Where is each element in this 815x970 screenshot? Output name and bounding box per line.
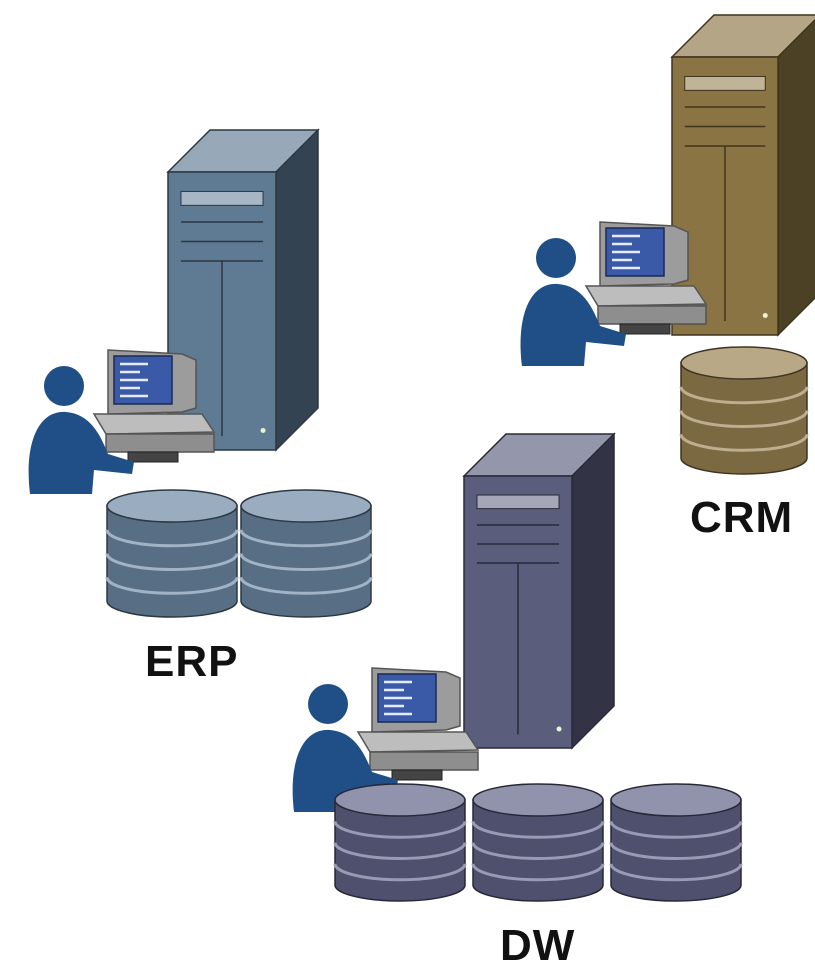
- user-icon: [28, 366, 134, 494]
- erp-disk-icon: [105, 489, 239, 618]
- crm-workstation-icon: [520, 221, 708, 366]
- crm-server-icon: [670, 14, 815, 337]
- user-icon: [292, 684, 398, 812]
- erp-disk-icon: [239, 489, 373, 618]
- crm-disk-icon: [679, 346, 809, 475]
- erp-label: ERP: [145, 637, 239, 686]
- dw-disk-icon: [609, 783, 743, 902]
- erp-workstation-icon: [28, 349, 216, 494]
- dw-server-icon: [462, 432, 616, 750]
- dw-disk-icon: [471, 783, 605, 902]
- dw-workstation-icon: [292, 667, 480, 812]
- crm-label: CRM: [690, 493, 794, 542]
- dw-label: DW: [500, 921, 576, 970]
- user-icon: [520, 238, 626, 366]
- dw-disk-icon: [333, 783, 467, 902]
